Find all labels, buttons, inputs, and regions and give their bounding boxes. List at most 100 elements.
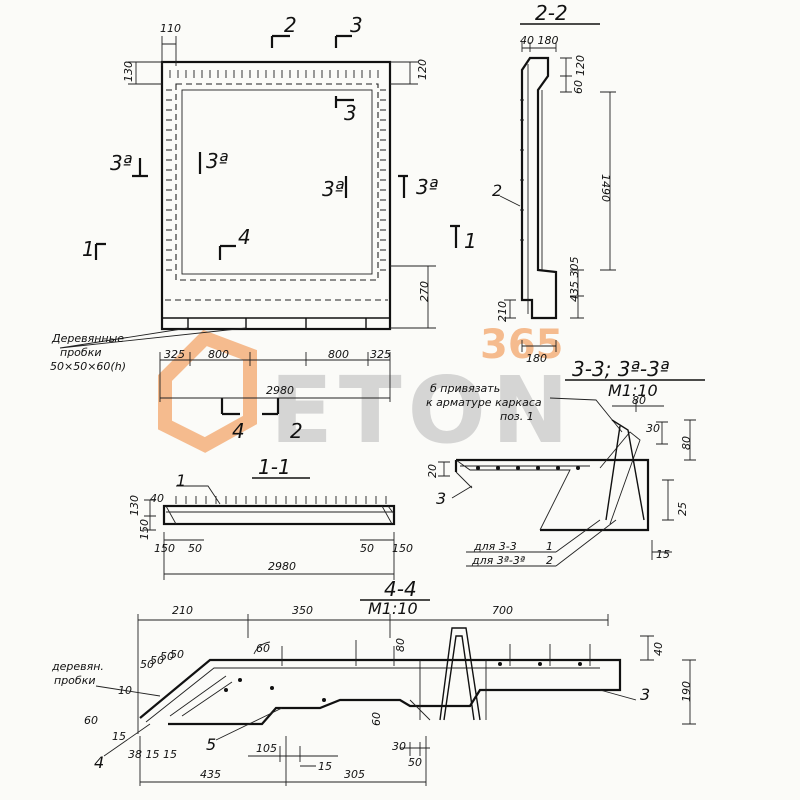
dim-270: 270 xyxy=(418,281,431,302)
dim-110: 110 xyxy=(160,22,181,35)
dim-11-50-botleft: 50 xyxy=(188,542,202,555)
dim-11-40: 40 xyxy=(150,492,164,505)
dim-120: 120 xyxy=(416,59,429,80)
section-4-4: 4-4 M1:10 210 350 700 40 190 80 60 50 50… xyxy=(51,577,696,786)
dim-44-50b: 50 xyxy=(150,654,164,667)
dim-800-right: 800 xyxy=(328,348,349,361)
dim-2980-plan: 2980 xyxy=(266,384,294,397)
section-4-4-callout-3: 3 xyxy=(640,685,650,704)
section-4-4-bottom-dims xyxy=(139,736,430,786)
plan-right-rebar-ticks xyxy=(380,89,386,271)
dim-44-80-top: 80 xyxy=(394,638,407,652)
plan-outline xyxy=(160,60,392,331)
section-3-3-note1: б привязать xyxy=(430,382,500,395)
watermark-word: ETON xyxy=(270,357,575,464)
mark-3a-left-label: 3ª xyxy=(110,151,132,175)
plan-wood-plugs xyxy=(187,318,367,328)
section-4-4-right-dims xyxy=(640,635,696,725)
section-2-2-title: 2-2 xyxy=(535,1,568,25)
section-1-1: 1-1 1 130 150 40 150 50 50 150 2980 xyxy=(128,455,413,580)
plan-inner-frame xyxy=(175,83,379,281)
mark-3a-right xyxy=(398,174,408,198)
section-4-4-note2: пробки xyxy=(54,674,95,687)
dim-44-190: 190 xyxy=(680,681,693,702)
dim-435-305: 435 305 xyxy=(568,257,581,303)
section-4-4-anchor xyxy=(439,627,481,721)
dim-325-right: 325 xyxy=(370,348,391,361)
dim-44-15-bot: 15 xyxy=(318,760,332,773)
mark-3a-center-label: 3ª xyxy=(322,177,344,201)
section-1-1-dim-lines xyxy=(144,499,395,580)
section-3-3-legend2-num: 2 xyxy=(546,554,553,567)
dim-44-50c: 50 xyxy=(160,650,174,663)
section-4-4-profile xyxy=(139,658,622,726)
section-3-3-callout-3: 3 xyxy=(436,489,446,508)
section-2-2-dim-lines xyxy=(504,42,616,352)
dim-800-left: 800 xyxy=(208,348,229,361)
mark-2-bottom xyxy=(262,398,280,416)
mark-4-inner xyxy=(218,244,236,260)
dim-60-22: 60 xyxy=(572,80,585,94)
dim-33-30: 30 xyxy=(646,422,660,435)
wood-note-leader xyxy=(59,327,247,349)
section-1-1-rebar-ticks xyxy=(175,496,387,504)
dim-44-435: 435 xyxy=(200,768,221,781)
dim-33-15: 15 xyxy=(656,548,670,561)
mark-2-top-label: 2 xyxy=(284,13,297,37)
dim-33-80-right: 80 xyxy=(680,436,693,450)
section-3-3: 3-3; 3ª-3ª M1:10 б привязать к арматуре … xyxy=(426,357,705,567)
mark-1-left-label: 1 xyxy=(82,237,95,261)
dim-11-50-botright: 50 xyxy=(360,542,374,555)
section-3-3-legend2-text: для 3ª-3ª xyxy=(471,554,525,567)
dim-33-25: 25 xyxy=(676,502,689,516)
section-3-3-profile xyxy=(454,458,650,532)
dim-325-left: 325 xyxy=(164,348,185,361)
section-3-3-title: 3-3; 3ª-3ª xyxy=(572,357,669,381)
dim-44-30: 30 xyxy=(392,740,406,753)
section-1-1-callout: 1 xyxy=(176,471,186,490)
dim-44-700: 700 xyxy=(492,604,513,617)
section-3-3-scale: M1:10 xyxy=(608,381,658,400)
wood-note-line1: Деревянные xyxy=(51,332,124,345)
dim-120-22: 120 xyxy=(574,55,587,76)
plan-inner-frame-2 xyxy=(181,89,373,275)
dim-44-210: 210 xyxy=(172,604,193,617)
section-2-2-profile xyxy=(520,56,558,320)
mark-1-right-label: 1 xyxy=(464,229,477,253)
wood-note-line2: пробки xyxy=(60,346,101,359)
mark-3-inner-label: 3 xyxy=(344,101,357,125)
mark-1-right xyxy=(450,224,460,248)
dim-11-130: 130 xyxy=(128,495,141,516)
section-4-4-callout-4: 4 xyxy=(94,753,104,772)
dim-11-150-botleft: 150 xyxy=(154,542,175,555)
section-2-2: 2-2 40 180 120 60 1490 435 305 210 180 2 xyxy=(492,1,616,365)
dim-40-180: 40 180 xyxy=(520,34,559,47)
dim-44-40: 40 xyxy=(652,642,665,656)
section-3-3-note3: поз. 1 xyxy=(500,410,534,423)
mark-3-top-label: 3 xyxy=(350,13,363,37)
section-3-3-note2: к арматуре каркаса xyxy=(426,396,542,409)
section-3-3-dim-lines xyxy=(438,400,696,567)
dim-44-350: 350 xyxy=(292,604,313,617)
wood-note-line3: 50×50×60(h) xyxy=(50,360,126,373)
dim-44-15-left: 15 xyxy=(112,730,126,743)
mark-4-bottom-label: 4 xyxy=(232,419,245,443)
mark-3a-center-left-label: 3ª xyxy=(206,149,228,173)
dim-1490: 1490 xyxy=(599,174,612,202)
dim-33-80-top: 80 xyxy=(632,394,646,407)
section-4-4-top-dims xyxy=(137,614,609,734)
section-4-4-callout-5: 5 xyxy=(206,735,216,754)
watermark: 365 ETON xyxy=(158,322,575,464)
dim-11-150-left: 150 xyxy=(138,519,151,540)
dim-44-50a: 50 xyxy=(140,658,154,671)
dim-44-60-left: 60 xyxy=(84,714,98,727)
plan-left-rebar-ticks xyxy=(166,89,172,271)
section-3-3-legend1-text: для 3-3 xyxy=(473,540,517,553)
mark-1-left xyxy=(94,242,106,260)
mark-2-top xyxy=(270,34,290,48)
section-3-3-legend1-num: 1 xyxy=(546,540,553,553)
section-4-4-note1: деревян. xyxy=(51,660,104,673)
mark-4-bottom xyxy=(220,398,240,416)
